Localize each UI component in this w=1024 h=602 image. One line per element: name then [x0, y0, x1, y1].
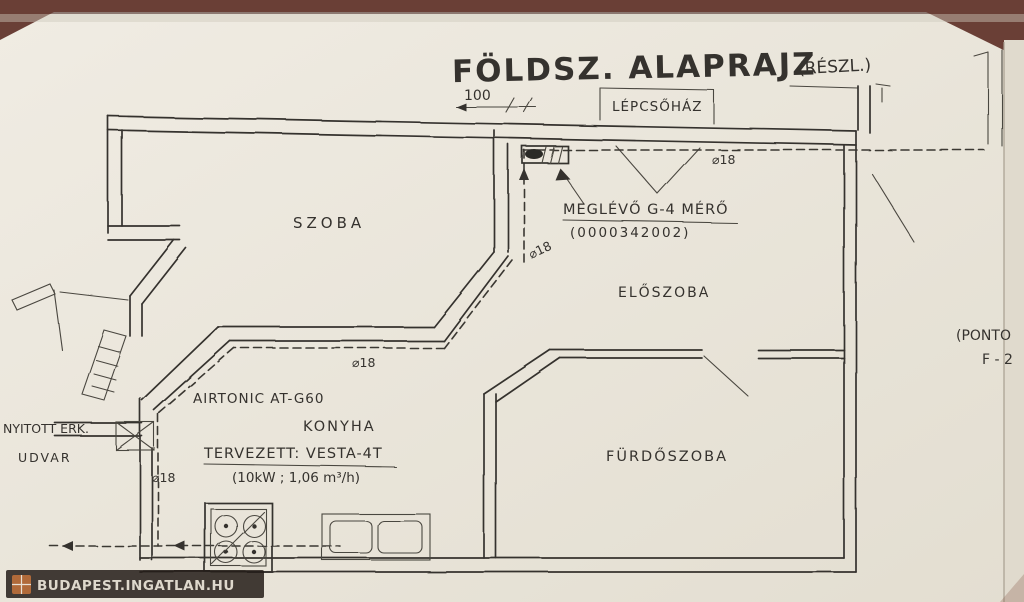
flow-arrow-up [519, 168, 529, 180]
dimension-arrowhead [456, 103, 466, 111]
edge-note-line1: (PONTO [956, 328, 1011, 344]
underlines [203, 219, 738, 468]
sink-symbol [321, 513, 431, 561]
room-label-hall: ELŐSZOBA [618, 283, 710, 301]
gas-meter-symbol [521, 145, 585, 205]
page-title: FÖLDSZ. ALAPRAJZ [452, 45, 817, 90]
ingatlan-logo-icon [12, 575, 31, 594]
wall-valve-box [115, 421, 155, 451]
pipe-size-kitchen: ⌀18 [152, 470, 175, 485]
appliance-existing-label: AIRTONIC AT-G60 [193, 391, 324, 407]
pipe-size-top: ⌀18 [712, 152, 735, 167]
meter-pointer-arrowhead [555, 168, 570, 180]
room-label-kitchen: KONYHA [303, 419, 376, 435]
dimension-value: 100 [464, 88, 491, 104]
gas-pipe-dashed [49, 149, 985, 551]
watermark-text: BUDAPEST.INGATLAN.HU [37, 578, 235, 594]
appliance-planned-spec: (10kW ; 1,06 m³/h) [232, 470, 360, 486]
flow-arrow-left-inner [174, 541, 185, 551]
outdoor-label-line2: UDVAR [18, 450, 72, 465]
appliance-planned-label: TERVEZETT: VESTA-4T [203, 446, 383, 462]
watermark: BUDAPEST.INGATLAN.HU [6, 570, 264, 598]
room-label-bathroom: FÜRDŐSZOBA [606, 447, 728, 465]
balcony-elements [11, 283, 129, 351]
flow-arrow-left-outer [62, 541, 73, 551]
meter-label: MEGLÉVŐ G-4 MÉRŐ [563, 200, 729, 218]
room-label-room: SZOBA [293, 214, 365, 232]
pipe-size-mid: ⌀18 [352, 355, 375, 370]
meter-serial: (0000342002) [570, 225, 690, 241]
edge-note-line2: F - 2 [982, 352, 1013, 368]
page-title-suffix: (RÉSZL.) [797, 53, 871, 79]
gas-stove-symbol [204, 502, 273, 573]
walls [54, 49, 1003, 573]
outdoor-label-line1: NYITOTT ERK. [3, 421, 89, 436]
labels: FÖLDSZ. ALAPRAJZ (RÉSZL.) 100 LÉPCSŐHÁZ … [3, 45, 1013, 486]
room-label-staircase: LÉPCSŐHÁZ [612, 97, 702, 115]
top-dimension [455, 97, 537, 113]
balcony-door-hatch [81, 329, 127, 401]
